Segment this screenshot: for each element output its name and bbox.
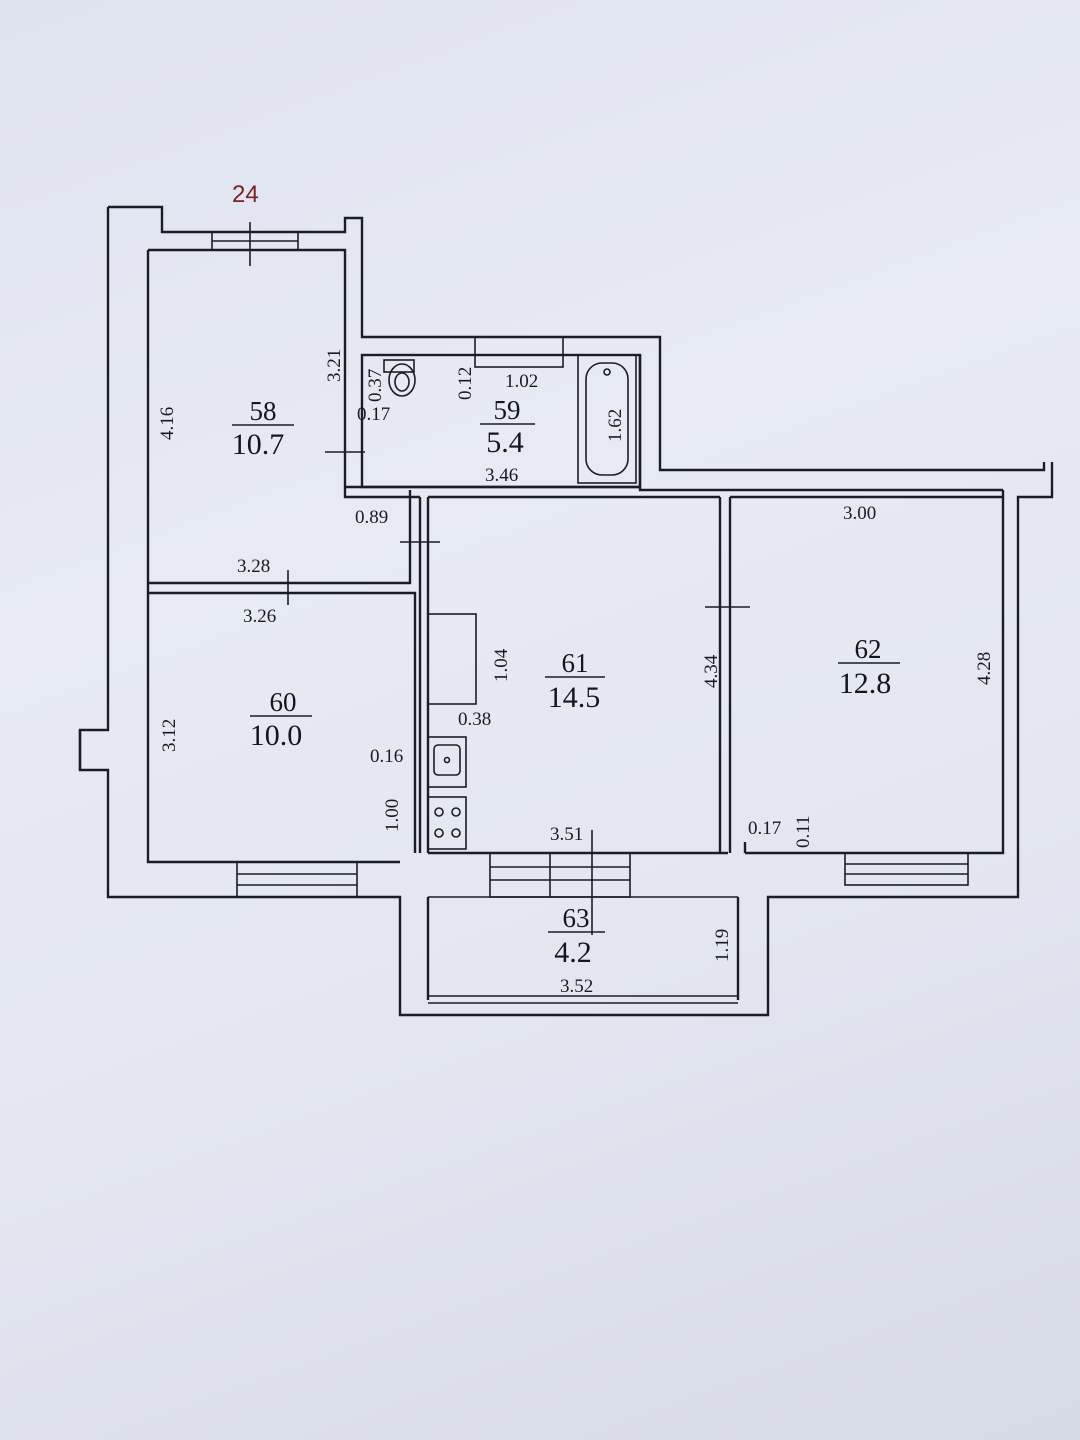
room-label-61: 61 14.5 [545,648,605,714]
dimension-label: 1.02 [505,371,538,392]
dimension-label: 1.00 [382,799,403,832]
svg-text:10.7: 10.7 [232,428,285,461]
dimension-label: 3.52 [560,976,593,997]
svg-text:63: 63 [563,903,590,933]
room-label-58: 58 10.7 [232,396,294,461]
plan-number: 24 [232,181,259,208]
bathroom-59 [325,336,642,489]
svg-text:5.4: 5.4 [486,426,524,459]
dimension-label: 4.34 [701,654,722,688]
dimension-label: 0.37 [365,369,386,402]
window-room-58 [211,222,299,266]
bathtub-icon [577,354,637,484]
dimension-label: 1.19 [712,929,733,962]
dimension-label: 3.00 [843,503,876,524]
toilet-icon [383,359,416,397]
cabinet-icon [427,613,477,705]
room-label-60: 60 10.0 [250,687,312,752]
svg-text:58: 58 [250,396,277,426]
dimension-label: 4.28 [974,652,995,685]
dimension-label: 3.26 [243,606,276,627]
window-room-62 [844,852,969,886]
dimension-label: 3.21 [324,349,345,382]
balcony-63 [426,896,740,1004]
dimension-label: 0.17 [357,404,390,425]
dimension-label: 0.12 [455,367,476,400]
dimension-label: 0.11 [793,815,814,848]
stove-icon [427,796,467,850]
svg-text:60: 60 [270,687,297,717]
svg-text:61: 61 [562,648,589,678]
dimension-label: 0.17 [748,818,781,839]
dimension-label: 3.46 [485,465,518,486]
svg-text:59: 59 [494,395,521,425]
dimension-label: 3.51 [550,824,583,845]
window-room-61 [489,830,631,935]
window-room-60 [236,861,358,898]
dimension-label: 0.89 [355,507,388,528]
sink-icon [427,736,467,788]
dimension-label: 1.04 [491,648,512,682]
dimension-label: 3.28 [237,556,270,577]
dimension-label: 4.16 [157,407,178,440]
dimension-label: 1.62 [605,409,626,442]
dimension-label: 0.16 [370,746,403,767]
dimension-labels: 4.16 3.21 0.37 0.17 0.12 1.02 1.62 3.46 … [157,349,995,997]
room-label-59: 59 5.4 [480,395,535,459]
room-label-63: 63 4.2 [548,903,605,969]
svg-text:10.0: 10.0 [250,719,303,752]
dimension-label: 3.12 [159,719,180,752]
kitchen-fixtures [427,613,477,850]
interior-walls [148,490,1003,855]
svg-text:4.2: 4.2 [554,936,592,969]
svg-text:12.8: 12.8 [839,667,892,700]
svg-text:62: 62 [855,634,882,664]
outer-walls [78,205,1054,1017]
dimension-label: 0.38 [458,709,491,730]
room-label-62: 62 12.8 [838,634,900,700]
svg-text:14.5: 14.5 [548,681,601,714]
